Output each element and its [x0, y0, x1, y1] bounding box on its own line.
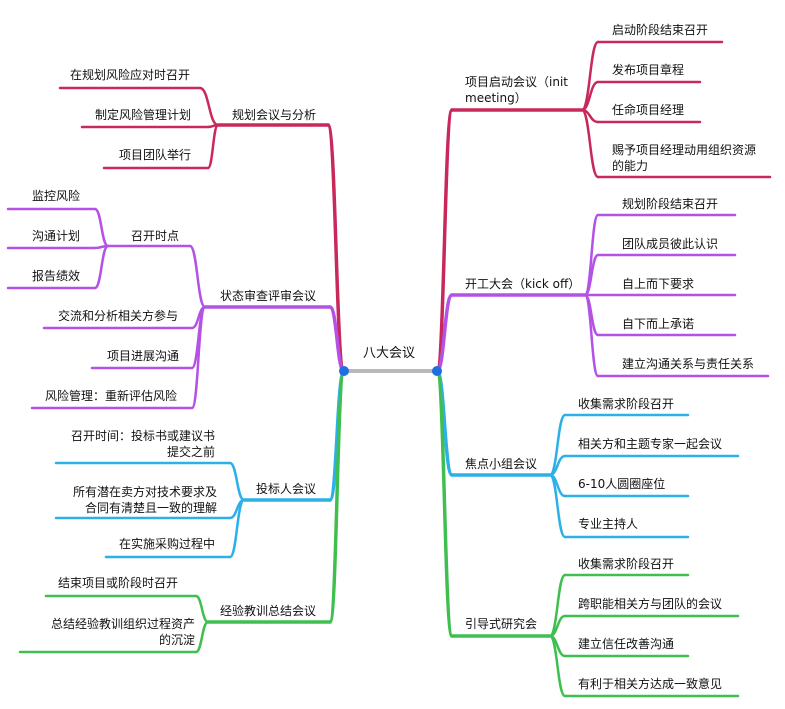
init-child-4-line-2: 的能力: [612, 159, 649, 173]
topic-facilitated-workshop[interactable]: 引导式研究会: [465, 617, 538, 631]
connector-59: [583, 293, 600, 378]
planning-child-1[interactable]: 在规划风险应对时召开: [70, 68, 191, 82]
status-child-1[interactable]: 交流和分析相关方参与: [58, 309, 179, 323]
topic-lessons-learned[interactable]: 经验教训总结会议: [220, 604, 317, 618]
connector-79: [548, 634, 567, 698]
kickoff-child-2[interactable]: 团队成员彼此认识: [622, 237, 719, 251]
connector-33: [328, 369, 346, 624]
bidder-child-1-line-1: 召开时间：投标书或建议书: [70, 429, 215, 443]
connector-11: [188, 244, 207, 309]
planning-child-2[interactable]: 制定风险管理计划: [95, 108, 192, 122]
status-timing[interactable]: 召开时点: [131, 229, 180, 243]
timing-child-1[interactable]: 监控风险: [32, 189, 81, 203]
lessons-child-2-line-1: 总结经验教训组织过程资产: [50, 617, 195, 631]
lessons-child-2-line-2: 的沉淀: [158, 633, 195, 647]
bidder-child-1[interactable]: 召开时间：投标书或建议书提交之前: [60, 428, 215, 460]
connector-27: [228, 461, 246, 502]
topic-init-meeting[interactable]: 项目启动会议（init meeting）: [465, 74, 568, 106]
focus-child-3[interactable]: 6-10人圆圈座位: [578, 477, 666, 491]
jad-child-4[interactable]: 有利于相关方达成一致意见: [578, 677, 723, 691]
topic-planning[interactable]: 规划会议与分析: [232, 108, 317, 122]
focus-child-1[interactable]: 收集需求阶段召开: [578, 397, 675, 411]
planning-child-3[interactable]: 项目团队举行: [119, 148, 192, 162]
topic-kick-off[interactable]: 开工大会（kick off）: [465, 277, 581, 291]
init-title-line-1: 项目启动会议（init: [465, 75, 568, 89]
status-child-3[interactable]: 风险管理：重新评估风险: [45, 389, 178, 403]
init-child-2[interactable]: 发布项目章程: [612, 63, 685, 77]
timing-child-2[interactable]: 沟通计划: [32, 229, 81, 243]
root-right-node: [432, 366, 442, 376]
connector-17: [93, 244, 110, 290]
lessons-child-2[interactable]: 总结经验教训组织过程资产的沉淀: [25, 616, 195, 648]
init-child-3[interactable]: 任命项目经理: [612, 103, 685, 117]
connector-69: [548, 473, 567, 539]
jad-child-2[interactable]: 跨职能相关方与团队的会议: [578, 597, 723, 611]
connector-31: [228, 498, 246, 559]
focus-child-2[interactable]: 相关方和主题专家一起会议: [578, 437, 723, 451]
kickoff-child-1[interactable]: 规划阶段结束召开: [622, 197, 719, 211]
init-title-line-2: meeting）: [465, 91, 527, 105]
topic-focus-group[interactable]: 焦点小组会议: [465, 457, 538, 471]
connector-37: [194, 620, 210, 654]
jad-child-3[interactable]: 建立信任改善沟通: [578, 637, 675, 651]
connector-47: [580, 108, 600, 179]
timing-child-3[interactable]: 报告绩效: [32, 269, 81, 283]
lessons-child-1[interactable]: 结束项目或阶段时召开: [58, 576, 179, 590]
connector-7: [206, 123, 220, 170]
focus-child-4[interactable]: 专业主持人: [578, 517, 639, 531]
bidder-child-2-line-2: 合同有清楚且一致的理解: [84, 501, 217, 515]
connector-23: [190, 305, 207, 410]
bidder-child-1-line-2: 提交之前: [166, 445, 215, 459]
kickoff-child-4[interactable]: 自下而上承诺: [622, 317, 695, 331]
kickoff-child-3[interactable]: 自上而下要求: [622, 277, 695, 291]
kickoff-child-5[interactable]: 建立沟通关系与责任关系: [622, 357, 755, 371]
connector-35: [194, 594, 210, 624]
connector-71: [435, 369, 454, 638]
init-child-4-line-1: 赐予项目经理动用组织资源: [612, 143, 757, 157]
root-left-node: [339, 366, 349, 376]
topic-bidder-conference[interactable]: 投标人会议: [256, 482, 317, 496]
root-topic[interactable]: 八大会议: [362, 346, 415, 361]
connector-13: [93, 207, 110, 248]
init-child-4[interactable]: 赐予项目经理动用组织资源的能力: [612, 142, 756, 174]
status-child-2[interactable]: 项目进展沟通: [107, 349, 180, 363]
bidder-child-2-line-1: 所有潜在卖方对技术要求及: [72, 485, 217, 499]
connector-39: [435, 108, 454, 373]
init-child-1[interactable]: 启动阶段结束召开: [612, 23, 709, 37]
bidder-child-3[interactable]: 在实施采购过程中: [119, 537, 216, 551]
connector-3: [198, 86, 220, 127]
jad-child-1[interactable]: 收集需求阶段召开: [578, 557, 675, 571]
topic-status-review[interactable]: 状态审查评审会议: [220, 289, 317, 303]
bidder-child-2[interactable]: 所有潜在卖方对技术要求及合同有清楚且一致的理解: [60, 484, 217, 516]
